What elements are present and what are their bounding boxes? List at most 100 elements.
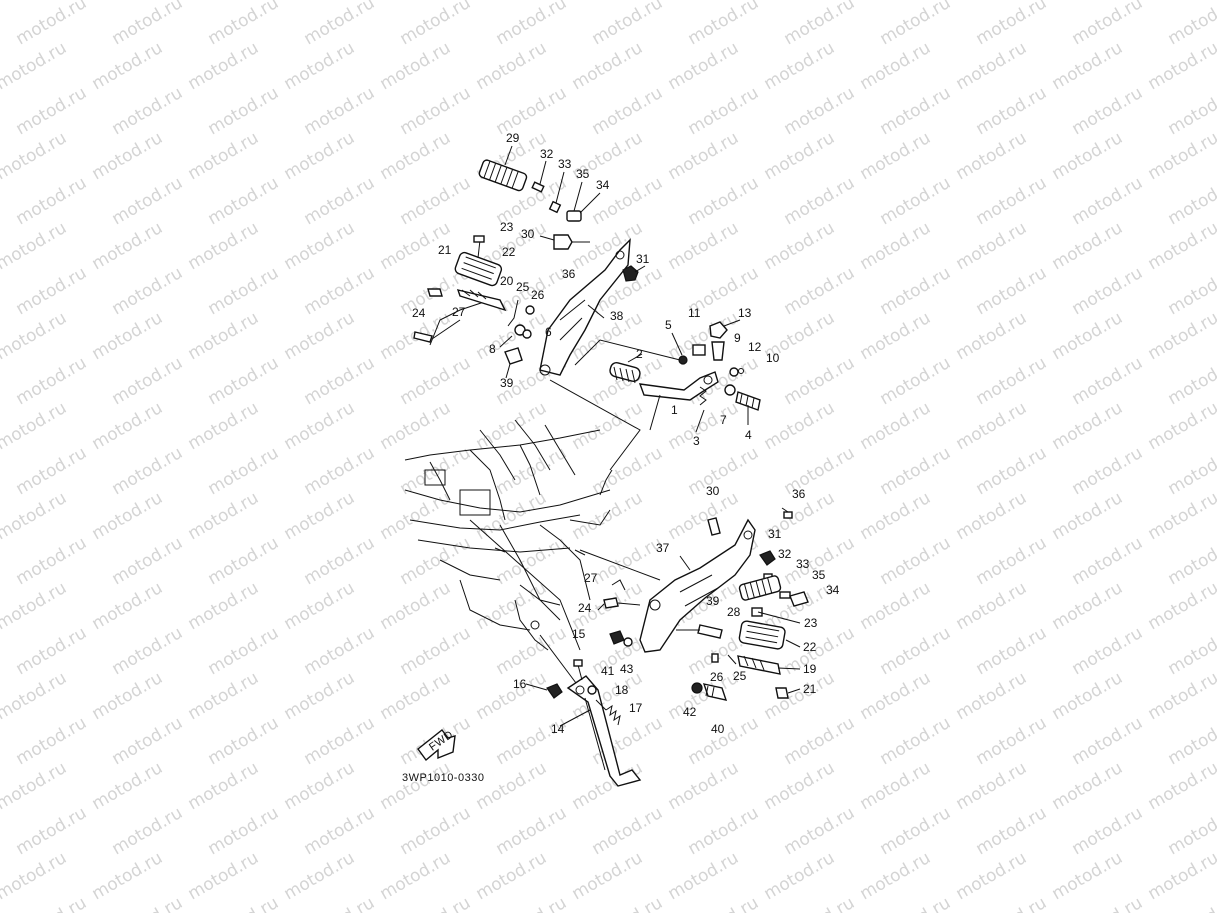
watermark-text: motod.ru <box>1049 38 1127 94</box>
watermark-text: motod.ru <box>377 848 455 904</box>
watermark-text: motod.ru <box>13 263 91 319</box>
watermark-text: motod.ru <box>13 173 91 229</box>
watermark-text: motod.ru <box>569 38 647 94</box>
watermark-text: motod.ru <box>0 668 70 724</box>
watermark-text: motod.ru <box>877 0 955 49</box>
callout-18: 18 <box>615 683 629 697</box>
watermark-text: motod.ru <box>1069 623 1147 679</box>
watermark-text: motod.ru <box>877 713 955 769</box>
callout-40: 40 <box>711 722 725 736</box>
watermark-text: motod.ru <box>589 803 667 859</box>
watermark-text: motod.ru <box>857 758 935 814</box>
watermark-text: motod.ru <box>1145 38 1217 94</box>
watermark-text: motod.ru <box>13 83 91 139</box>
watermark-text: motod.ru <box>1069 353 1147 409</box>
watermark-text: motod.ru <box>473 668 551 724</box>
watermark-text: motod.ru <box>877 533 955 589</box>
watermark-text: motod.ru <box>281 218 359 274</box>
callout-21b: 21 <box>803 682 817 696</box>
watermark-text: motod.ru <box>109 173 187 229</box>
sidestand-assembly <box>546 659 642 787</box>
watermark-text: motod.ru <box>665 758 743 814</box>
watermark-text: motod.ru <box>665 218 743 274</box>
watermark-text: motod.ru <box>1145 668 1217 724</box>
watermark-text: motod.ru <box>781 173 859 229</box>
watermark-text: motod.ru <box>301 353 379 409</box>
watermark-text: motod.ru <box>185 38 263 94</box>
watermark-text: motod.ru <box>89 758 167 814</box>
watermark-text: motod.ru <box>0 848 70 904</box>
watermark-text: motod.ru <box>973 263 1051 319</box>
watermark-text: motod.ru <box>377 578 455 634</box>
watermark-text: motod.ru <box>13 533 91 589</box>
watermark-text: motod.ru <box>13 713 91 769</box>
watermark-text: motod.ru <box>185 308 263 364</box>
watermark-text: motod.ru <box>761 38 839 94</box>
callout-32b: 32 <box>778 547 792 561</box>
leader-lines <box>429 299 681 696</box>
watermark-text: motod.ru <box>301 83 379 139</box>
watermark-text: motod.ru <box>281 0 359 4</box>
watermark-text: motod.ru <box>953 758 1031 814</box>
watermark-text: motod.ru <box>281 308 359 364</box>
callout-33a: 33 <box>558 157 572 171</box>
diagram-code: 3WP1010-0330 <box>402 772 484 784</box>
watermark-text: motod.ru <box>89 398 167 454</box>
watermark-text: motod.ru <box>281 578 359 634</box>
watermark-text: motod.ru <box>685 443 763 499</box>
watermark-text: motod.ru <box>877 623 955 679</box>
watermark-text: motod.ru <box>1049 0 1127 4</box>
watermark-text: motod.ru <box>397 173 475 229</box>
watermark-text: motod.ru <box>589 893 667 913</box>
watermark-text: motod.ru <box>857 488 935 544</box>
watermark-text: motod.ru <box>89 38 167 94</box>
watermark-text: motod.ru <box>1049 578 1127 634</box>
watermark-text: motod.ru <box>0 218 70 274</box>
watermark-text: motod.ru <box>973 173 1051 229</box>
watermark-text: motod.ru <box>185 398 263 454</box>
watermark-text: motod.ru <box>205 173 283 229</box>
watermark-text: motod.ru <box>1145 758 1217 814</box>
watermark-text: motod.ru <box>281 38 359 94</box>
watermark-text: motod.ru <box>857 38 935 94</box>
watermark-text: motod.ru <box>397 803 475 859</box>
watermark-text: motod.ru <box>281 668 359 724</box>
watermark-text: motod.ru <box>1049 488 1127 544</box>
watermark-text: motod.ru <box>397 0 475 49</box>
watermark-text: motod.ru <box>205 893 283 913</box>
watermark-text: motod.ru <box>109 263 187 319</box>
watermark-text: motod.ru <box>109 0 187 49</box>
watermark-text: motod.ru <box>89 848 167 904</box>
watermark-text: motod.ru <box>13 443 91 499</box>
callout-38: 38 <box>610 309 624 323</box>
watermark-text: motod.ru <box>301 443 379 499</box>
watermark-text: motod.ru <box>185 488 263 544</box>
upper-footrest-assembly <box>413 159 639 376</box>
callout-13: 13 <box>738 306 752 320</box>
watermark-text: motod.ru <box>89 128 167 184</box>
watermark-text: motod.ru <box>1145 128 1217 184</box>
watermark-text: motod.ru <box>857 398 935 454</box>
watermark-text: motod.ru <box>397 83 475 139</box>
watermark-text: motod.ru <box>493 0 571 49</box>
callout-36b: 36 <box>792 487 806 501</box>
watermark-text: motod.ru <box>685 893 763 913</box>
callout-12: 12 <box>748 340 762 354</box>
callout-3: 3 <box>693 434 700 448</box>
watermark-text: motod.ru <box>665 128 743 184</box>
watermark-text: motod.ru <box>685 803 763 859</box>
watermark-text: motod.ru <box>761 668 839 724</box>
watermark-text: motod.ru <box>13 623 91 679</box>
watermark-text: motod.ru <box>89 218 167 274</box>
watermark-text: motod.ru <box>761 758 839 814</box>
watermark-text: motod.ru <box>877 263 955 319</box>
callout-2: 2 <box>636 347 643 361</box>
callout-35b: 35 <box>812 568 826 582</box>
watermark-text: motod.ru <box>185 668 263 724</box>
watermark-text: motod.ru <box>89 308 167 364</box>
watermark-text: motod.ru <box>685 0 763 49</box>
callout-6: 6 <box>545 325 552 339</box>
watermark-text: motod.ru <box>857 0 935 4</box>
callout-leaders <box>499 145 801 727</box>
